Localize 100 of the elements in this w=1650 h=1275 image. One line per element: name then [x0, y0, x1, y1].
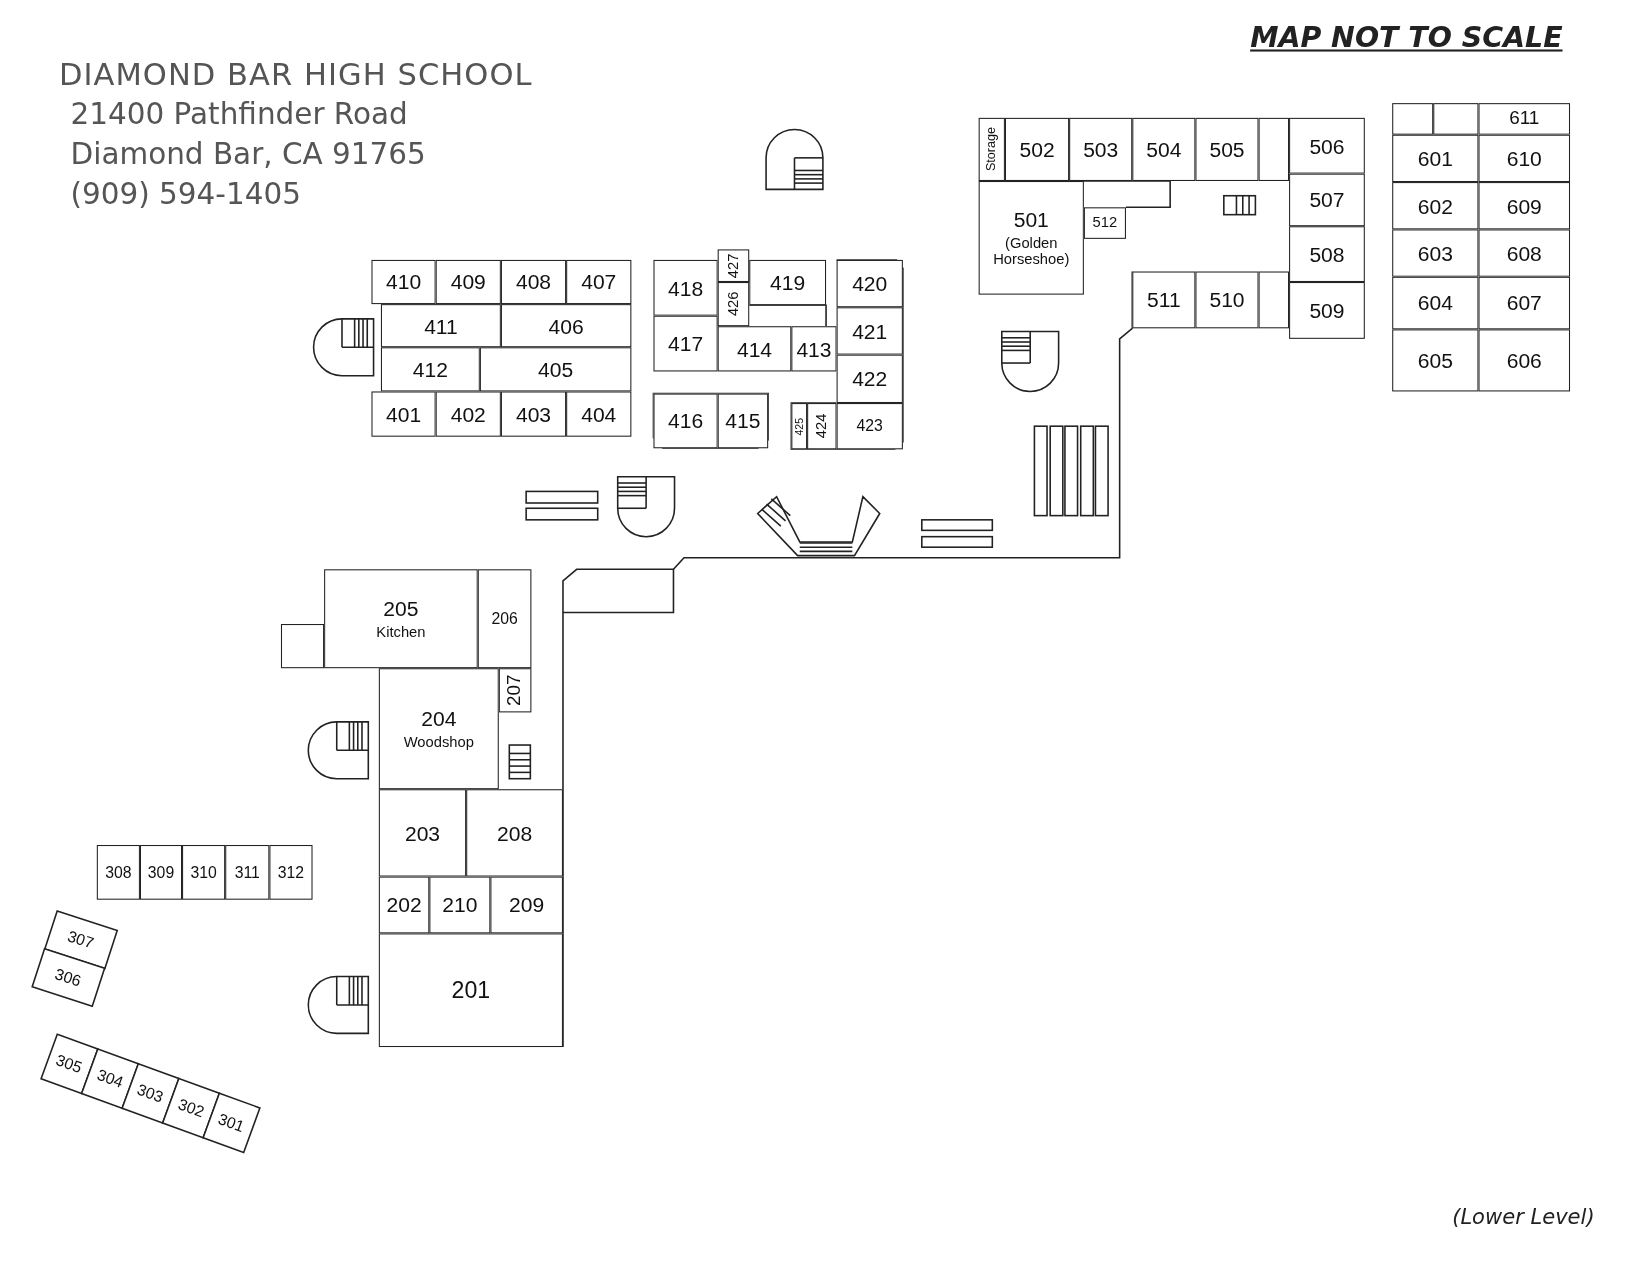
room-box	[1289, 117, 1365, 174]
room-label: 306	[53, 965, 84, 990]
room-box	[1478, 329, 1571, 392]
room-label: 401	[386, 402, 422, 426]
room-box	[1195, 117, 1259, 181]
room-label: 303	[135, 1080, 166, 1106]
room-label: 510	[1209, 288, 1245, 312]
room-label: 512	[1092, 215, 1118, 232]
room-box	[653, 393, 718, 449]
room-label: 607	[1506, 291, 1542, 315]
room-label: 413	[796, 337, 832, 361]
room-label: 402	[450, 402, 486, 426]
room-label: 425	[793, 417, 805, 435]
room-label: 416	[668, 409, 704, 433]
room-box	[791, 403, 808, 450]
room-box	[378, 668, 499, 790]
room-box	[836, 259, 903, 308]
room-label: 427	[725, 253, 742, 278]
room-label: 202	[386, 893, 422, 917]
room-label: 210	[442, 893, 478, 917]
room-box	[1132, 271, 1196, 329]
room-label: 605	[1417, 348, 1453, 372]
room-box	[371, 391, 436, 437]
room-box	[324, 569, 478, 669]
room-label: 503	[1083, 137, 1119, 161]
room-label: 423	[856, 417, 883, 435]
room-box	[717, 326, 792, 372]
room-box	[836, 307, 903, 355]
room-label: 602	[1417, 194, 1453, 218]
room-box	[479, 347, 632, 392]
room-label: Storage	[984, 127, 999, 172]
room-label: 312	[277, 863, 305, 882]
level-note: (Lower Level)	[1452, 1203, 1595, 1230]
room-name: Kitchen	[376, 624, 426, 641]
room-box	[807, 403, 837, 450]
room-label: 601	[1417, 146, 1453, 170]
room-label: 608	[1506, 241, 1542, 265]
room-label: 609	[1506, 194, 1542, 218]
room-label: 409	[450, 270, 486, 294]
room-box	[378, 933, 563, 1048]
room-label: 419	[770, 270, 806, 295]
room-box	[380, 304, 501, 348]
scale-note: MAP NOT TO SCALE	[1250, 21, 1563, 54]
room-box	[225, 845, 270, 900]
room-box	[96, 845, 140, 900]
room-box	[490, 876, 563, 934]
room-box	[1069, 117, 1133, 181]
room-label: 422	[852, 367, 888, 391]
room-label: 208	[497, 821, 533, 845]
room-box	[1083, 207, 1126, 239]
room-label: 504	[1146, 137, 1182, 161]
room-box	[1004, 117, 1070, 181]
room-label: 301	[216, 1110, 247, 1136]
room-label: 205	[383, 596, 419, 621]
blank-room-box	[1392, 103, 1434, 135]
room-box	[269, 845, 313, 900]
room-label: 310	[190, 863, 217, 882]
room-box	[566, 391, 632, 437]
room-name: (Golden Horseshoe)	[992, 235, 1071, 268]
blank-room-box	[1258, 117, 1290, 181]
room-label: 411	[424, 314, 458, 338]
room-box	[791, 326, 837, 372]
room-box	[500, 259, 567, 305]
blank-room-box	[280, 624, 325, 669]
room-box	[1289, 226, 1365, 282]
room-label: 502	[1019, 137, 1055, 161]
room-label: 511	[1147, 288, 1181, 312]
phone-number: (909) 594-1405	[70, 176, 301, 212]
room-label: 311	[234, 863, 260, 882]
room-label: 307	[65, 927, 97, 953]
room-box	[1478, 276, 1571, 330]
room-label: 606	[1506, 348, 1542, 372]
room-label: 308	[105, 863, 132, 882]
room-box	[717, 393, 769, 449]
room-box	[749, 259, 827, 306]
room-label: 509	[1309, 298, 1345, 322]
room-label: 507	[1309, 188, 1345, 212]
room-label: 309	[147, 863, 175, 882]
room-box	[1195, 271, 1259, 329]
room-label: 407	[581, 270, 617, 294]
room-label: 404	[581, 402, 617, 426]
room-label: 207	[504, 674, 526, 707]
room-label: 201	[451, 977, 491, 1003]
room-box	[1478, 182, 1571, 230]
room-box	[380, 347, 480, 392]
room-box	[1478, 134, 1571, 183]
room-box	[566, 259, 632, 305]
room-box	[1289, 173, 1365, 227]
room-label: 501	[1013, 207, 1049, 232]
room-name: Woodshop	[403, 734, 474, 751]
blank-room-box	[1258, 271, 1290, 329]
room-label: 418	[668, 276, 704, 300]
room-box	[429, 876, 491, 934]
room-label: 417	[668, 332, 704, 356]
room-label: 304	[94, 1065, 126, 1092]
room-label: 408	[515, 270, 552, 294]
room-box	[435, 259, 501, 305]
room-box	[139, 845, 183, 900]
room-box	[1392, 276, 1479, 330]
room-box	[466, 789, 563, 877]
